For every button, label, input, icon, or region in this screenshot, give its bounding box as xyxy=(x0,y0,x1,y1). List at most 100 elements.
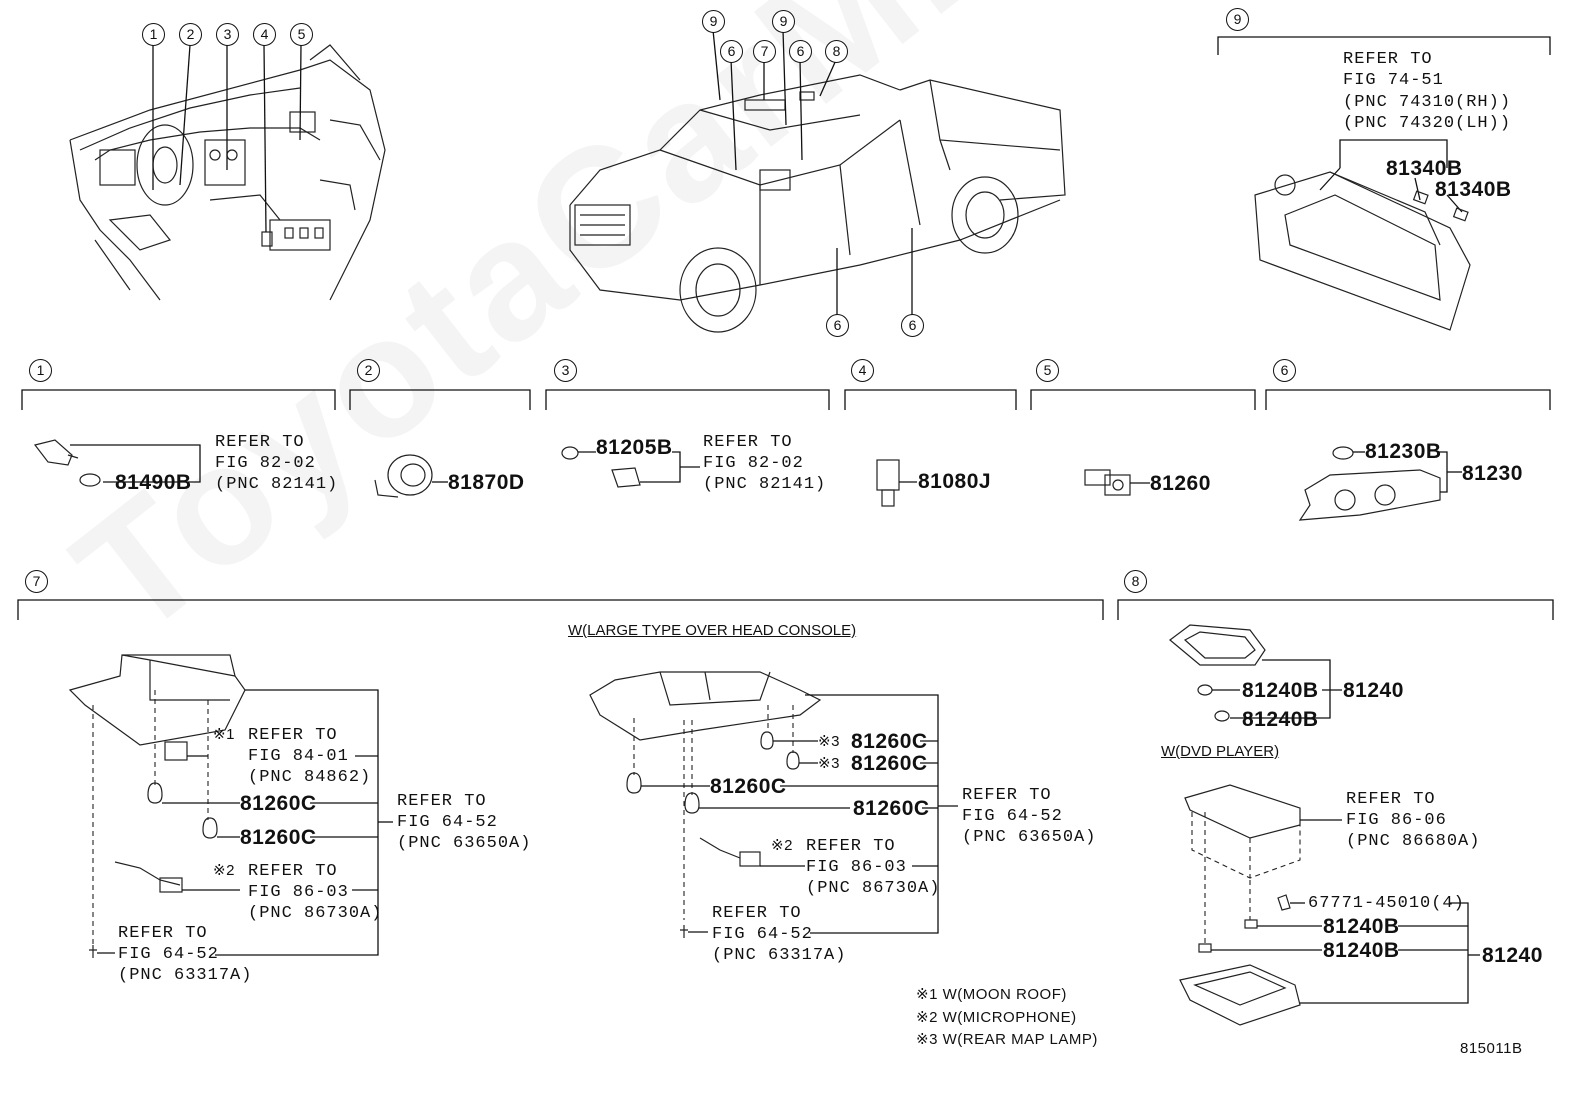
callout-4: 4 xyxy=(253,23,276,46)
callout-6: 6 xyxy=(826,314,849,337)
part-81490b: 81490B xyxy=(115,471,192,494)
sec8-ref-line1: REFER TO xyxy=(1346,790,1436,809)
sec7r-note2-line1: REFER TO xyxy=(806,837,896,856)
condition-large-overhead-console: W(LARGE TYPE OVER HEAD CONSOLE) xyxy=(568,622,857,639)
sec8-ref-line2: FIG 86-06 xyxy=(1346,811,1447,830)
note-mark-3: ※3 xyxy=(818,755,840,772)
footnote-2: ※2 W(MICROPHONE) xyxy=(916,1009,1077,1026)
sec7l-note1-line3: (PNC 84862) xyxy=(248,768,372,787)
sec7r-ref-a-line3: (PNC 63650A) xyxy=(962,828,1097,847)
sec9-ref-line4: (PNC 74320(LH)) xyxy=(1343,114,1512,133)
sec7l-ref-b-line1: REFER TO xyxy=(118,924,208,943)
sec8-ref-line3: (PNC 86680A) xyxy=(1346,832,1481,851)
sec1-ref-line2: FIG 82-02 xyxy=(215,454,316,473)
sec7r-ref-b-line3: (PNC 63317A) xyxy=(712,946,847,965)
callout-8: 8 xyxy=(825,40,848,63)
sec7r-ref-a-line1: REFER TO xyxy=(962,786,1052,805)
sec7l-note2-line2: FIG 86-03 xyxy=(248,883,349,902)
callout-2: 2 xyxy=(179,23,202,46)
dashboard-illustration xyxy=(69,44,386,301)
footnote-1: ※1 W(MOON ROOF) xyxy=(916,986,1067,1003)
callout-6: 6 xyxy=(720,40,743,63)
part-81240b: 81240B xyxy=(1323,915,1400,938)
part-81260: 81260 xyxy=(1150,472,1211,495)
part-81260c: 81260C xyxy=(851,752,928,775)
part-81080j: 81080J xyxy=(918,470,992,493)
callout-3: 3 xyxy=(554,359,577,382)
part-81240: 81240 xyxy=(1482,944,1543,967)
sec7l-ref-a-line1: REFER TO xyxy=(397,792,487,811)
part-81240b: 81240B xyxy=(1242,708,1319,731)
callout-1: 1 xyxy=(142,23,165,46)
sec7r-ref-b-line1: REFER TO xyxy=(712,904,802,923)
part-81230: 81230 xyxy=(1462,462,1523,485)
sec3-ref-line1: REFER TO xyxy=(703,433,793,452)
part-81260c: 81260C xyxy=(851,730,928,753)
sec7l-ref-a-line3: (PNC 63650A) xyxy=(397,834,532,853)
callout-4: 4 xyxy=(851,359,874,382)
callout-6: 6 xyxy=(789,40,812,63)
row2-parts xyxy=(33,439,1462,521)
sec7l-note2-line3: (PNC 86730A) xyxy=(248,904,383,923)
callout-9: 9 xyxy=(702,10,725,33)
sec7l-ref-b-line2: FIG 64-52 xyxy=(118,945,219,964)
sec7r-ref-a-line2: FIG 64-52 xyxy=(962,807,1063,826)
callout-9: 9 xyxy=(1226,8,1249,31)
sec7l-note1-line2: FIG 84-01 xyxy=(248,747,349,766)
sec3-ref-line2: FIG 82-02 xyxy=(703,454,804,473)
sec7r-note2-line2: FIG 86-03 xyxy=(806,858,907,877)
note-mark-2: ※2 xyxy=(771,837,793,854)
sec1-ref-line1: REFER TO xyxy=(215,433,305,452)
callout-3: 3 xyxy=(216,23,239,46)
sec1-ref-line3: (PNC 82141) xyxy=(215,475,339,494)
sec3-ref-line3: (PNC 82141) xyxy=(703,475,827,494)
part-81340b: 81340B xyxy=(1386,157,1463,180)
diagram-code: 815011B xyxy=(1460,1040,1523,1057)
part-81240b: 81240B xyxy=(1242,679,1319,702)
callout-2: 2 xyxy=(357,359,380,382)
note-mark-3: ※3 xyxy=(818,733,840,750)
callout-7: 7 xyxy=(753,40,776,63)
part-81260c: 81260C xyxy=(240,792,317,815)
callout-8: 8 xyxy=(1124,570,1147,593)
truck-illustration xyxy=(569,29,1066,333)
sec7r-note2-line3: (PNC 86730A) xyxy=(806,879,941,898)
condition-dvd-player: W(DVD PLAYER) xyxy=(1161,743,1280,760)
row3-brackets xyxy=(17,599,1554,620)
part-81260c: 81260C xyxy=(710,775,787,798)
callout-6: 6 xyxy=(901,314,924,337)
callout-5: 5 xyxy=(1036,359,1059,382)
callout-7: 7 xyxy=(25,570,48,593)
sec7l-note1-line1: REFER TO xyxy=(248,726,338,745)
part-81260c: 81260C xyxy=(853,797,930,820)
callout-5: 5 xyxy=(290,23,313,46)
section-8-linework xyxy=(1169,624,1480,1026)
sec7l-ref-a-line2: FIG 64-52 xyxy=(397,813,498,832)
sec7l-ref-b-line3: (PNC 63317A) xyxy=(118,966,253,985)
part-81205b: 81205B xyxy=(596,436,673,459)
sec7r-ref-b-line2: FIG 64-52 xyxy=(712,925,813,944)
sec9-ref-line1: REFER TO xyxy=(1343,50,1433,69)
note-mark-2: ※2 xyxy=(213,862,235,879)
section-7-left-linework xyxy=(68,654,393,958)
part-81340b: 81340B xyxy=(1435,178,1512,201)
sec9-ref-line2: FIG 74-51 xyxy=(1343,71,1444,90)
part-81240: 81240 xyxy=(1343,679,1404,702)
note-mark-1: ※1 xyxy=(213,726,235,743)
sec7l-note2-line1: REFER TO xyxy=(248,862,338,881)
section-9-linework xyxy=(1217,36,1551,331)
part-81870d: 81870D xyxy=(448,471,525,494)
callout-6: 6 xyxy=(1273,359,1296,382)
callout-9: 9 xyxy=(772,10,795,33)
part-81230b: 81230B xyxy=(1365,440,1442,463)
callout-1: 1 xyxy=(29,359,52,382)
section-7-right-linework xyxy=(589,671,958,938)
row2-brackets xyxy=(21,389,1551,410)
sec9-ref-line3: (PNC 74310(RH)) xyxy=(1343,93,1512,112)
part-67771-45010: 67771-45010(4) xyxy=(1308,894,1465,913)
footnote-3: ※3 W(REAR MAP LAMP) xyxy=(916,1031,1098,1048)
part-81260c: 81260C xyxy=(240,826,317,849)
part-81240b: 81240B xyxy=(1323,939,1400,962)
